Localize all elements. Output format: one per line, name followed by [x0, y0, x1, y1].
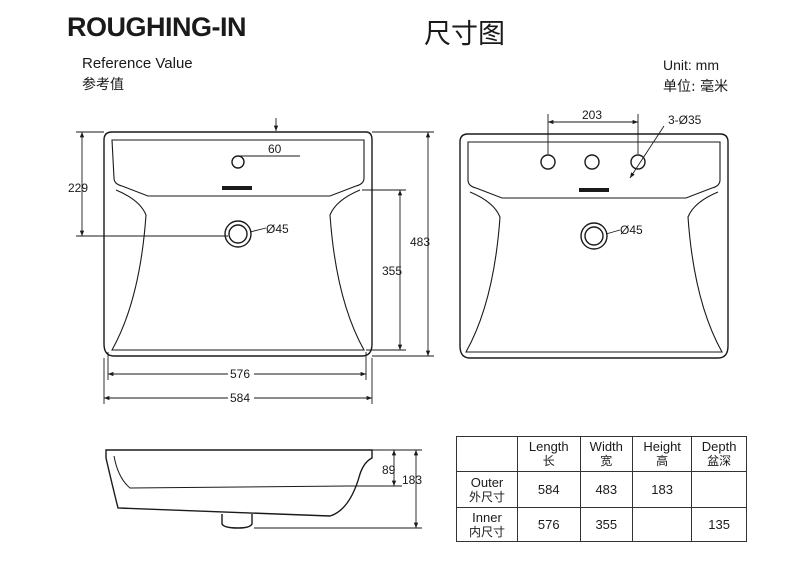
spec-header-corner — [456, 436, 518, 472]
page-title-chinese: 尺寸图 — [424, 19, 505, 50]
spec-cell: 183 — [632, 471, 693, 508]
basin-inner-bowl — [111, 189, 365, 351]
overflow-slot-3h — [579, 188, 609, 192]
reference-label: Reference Value — [82, 55, 193, 72]
basin-deck-line — [111, 139, 365, 197]
dim-bowl-height: 89 — [382, 463, 396, 477]
spec-cell: 584 — [517, 471, 581, 508]
dim-outer-width: 584 — [230, 391, 250, 405]
spec-cell: 483 — [579, 471, 634, 508]
drain-outer — [224, 220, 252, 248]
dim-inner-width: 576 — [230, 367, 250, 381]
tap-hole — [231, 155, 245, 169]
dim-inner-depth: 355 — [382, 264, 402, 278]
basin-outer-outline-3h — [459, 133, 729, 359]
side-view-bowl-line — [113, 455, 349, 489]
spec-cell: 576 — [517, 507, 581, 542]
spec-cell: 355 — [579, 507, 634, 542]
overflow-slot — [222, 186, 252, 190]
spec-cell: 135 — [691, 507, 747, 542]
side-view — [105, 449, 373, 529]
basin-inner-bowl-3h — [465, 191, 723, 353]
dim-hole-spacing-3h: 203 — [582, 108, 602, 122]
front-view-three-hole — [459, 133, 729, 359]
tap-hole-left — [540, 154, 556, 170]
dim-hole-count: 3-Ø35 — [668, 113, 702, 127]
side-view-drain — [221, 514, 253, 529]
reference-label-chinese: 参考值 — [82, 77, 124, 93]
dim-drain-diameter-3h: Ø45 — [620, 223, 643, 237]
basin-deck-line-3h — [467, 141, 721, 199]
page-title: ROUGHING-IN — [67, 12, 247, 42]
tap-hole-right — [630, 154, 646, 170]
unit-label: Unit: mm — [663, 57, 719, 73]
spec-cell — [691, 471, 747, 508]
dim-drain-diameter: Ø45 — [266, 222, 289, 236]
spec-cell — [632, 507, 693, 542]
drain-inner — [228, 224, 248, 244]
drain-inner-3h — [584, 226, 604, 246]
side-view-outline — [105, 449, 373, 517]
dim-outer-depth: 483 — [410, 235, 430, 249]
dim-height-229: 229 — [68, 181, 88, 195]
drain-outer-3h — [580, 222, 608, 250]
front-view-single-hole — [103, 131, 373, 357]
dim-total-height: 183 — [402, 473, 422, 487]
tap-hole-center — [584, 154, 600, 170]
unit-label-chinese: 单位: 毫米 — [663, 79, 729, 95]
dim-hole-spacing: 60 — [268, 142, 282, 156]
basin-outer-outline — [103, 131, 373, 357]
